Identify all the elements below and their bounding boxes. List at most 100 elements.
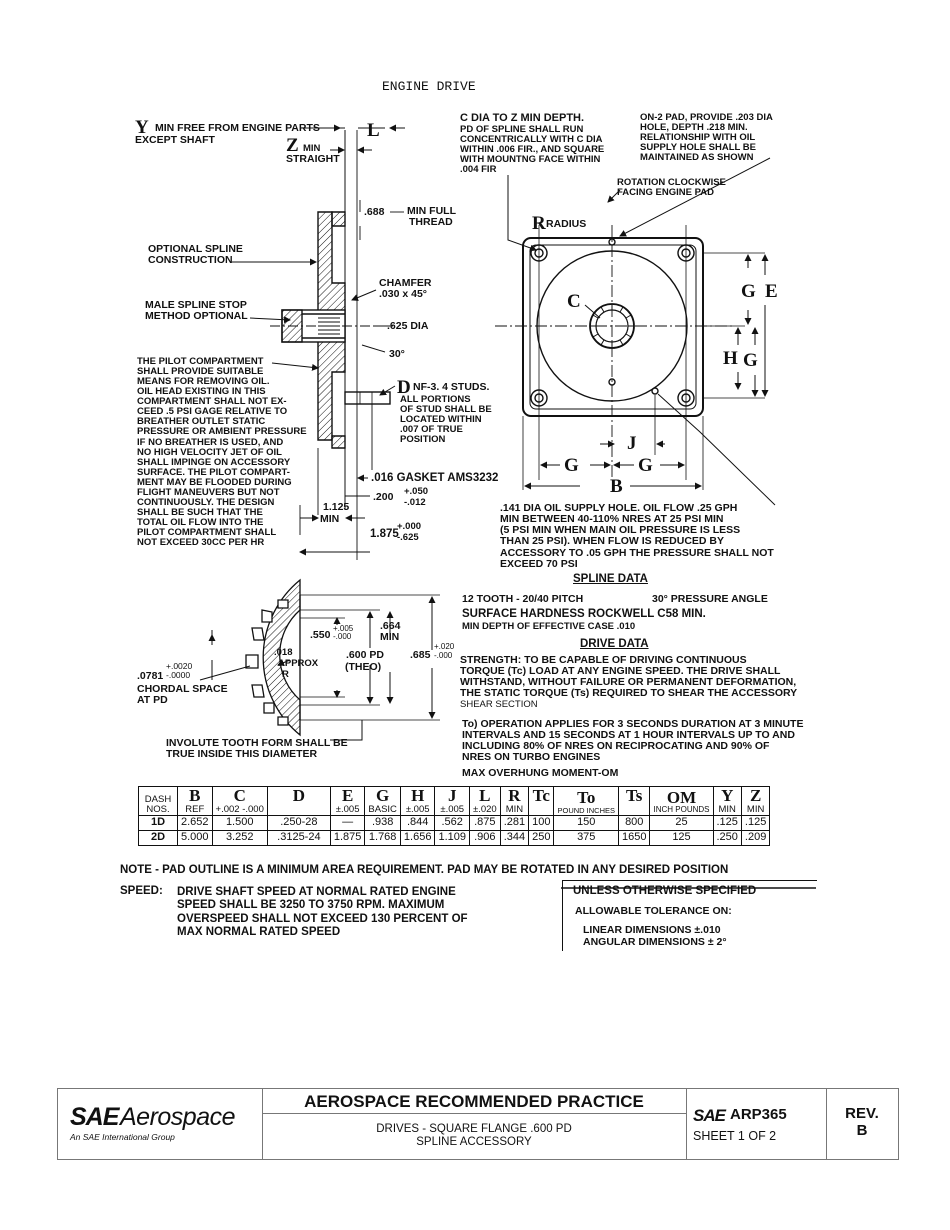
b-label: B bbox=[610, 476, 623, 497]
spline-data-heading: SPLINE DATA bbox=[573, 573, 648, 585]
dim-600-theo: (THEO) bbox=[345, 661, 382, 673]
cell: 5.000 bbox=[177, 829, 213, 846]
approx-label: APPROX bbox=[278, 658, 319, 669]
y-label: Y bbox=[135, 117, 149, 138]
radius-label: RADIUS bbox=[546, 218, 587, 230]
g-label-right-2: G bbox=[743, 350, 758, 371]
cell: .3125-24 bbox=[266, 829, 331, 846]
rev-label: REV. bbox=[845, 1105, 879, 1122]
cell: 1.500 bbox=[211, 814, 268, 831]
chordal-tol-minus: -.0000 bbox=[166, 670, 191, 680]
col-tc: Tc bbox=[528, 786, 555, 816]
dim-200: .200 bbox=[373, 491, 394, 503]
chordal-note: CHORDAL SPACE AT PD bbox=[137, 683, 228, 707]
y-note2: EXCEPT SHAFT bbox=[135, 134, 215, 146]
col-l: L±.020 bbox=[468, 786, 501, 816]
dim-1875: 1.875 bbox=[370, 528, 399, 540]
dim-1125: 1.125 bbox=[323, 501, 350, 513]
chordal-tol-plus: +.0020 bbox=[166, 661, 193, 671]
cell: 800 bbox=[617, 814, 651, 831]
cell: 1.875 bbox=[329, 829, 366, 846]
col-j: J±.005 bbox=[434, 786, 470, 816]
cell: 2D bbox=[138, 829, 178, 846]
rev-value: B bbox=[856, 1122, 868, 1139]
logo-subtitle: An SAE International Group bbox=[70, 1132, 175, 1142]
col-d: D bbox=[266, 786, 331, 816]
dim-1875-tol-minus: -.625 bbox=[397, 532, 419, 543]
front-pad-view bbox=[495, 157, 776, 506]
cell: 125 bbox=[649, 829, 714, 846]
cell: .209 bbox=[740, 829, 771, 846]
table-row: 2D 5.000 3.252 .3125-24 1.875 1.768 1.65… bbox=[138, 829, 771, 846]
doc-number: ARP365 bbox=[730, 1106, 787, 1123]
g-label-bottom: G bbox=[564, 455, 579, 476]
spline-case-depth: MIN DEPTH OF EFFECTIVE CASE .010 bbox=[462, 621, 636, 632]
r-small-label: R bbox=[282, 669, 289, 680]
thread-note-1: MIN FULL bbox=[407, 205, 456, 217]
dim-018: .018 bbox=[274, 647, 293, 658]
angle-30: 30° bbox=[389, 348, 405, 360]
cell: 1.768 bbox=[364, 829, 401, 846]
col-c: C+.002 -.000 bbox=[211, 786, 268, 816]
cell: .844 bbox=[399, 814, 436, 831]
dim-600-pd: .600 PD bbox=[346, 649, 384, 661]
r-label: R bbox=[532, 213, 546, 234]
dim-685: .685 bbox=[410, 649, 431, 661]
table-row: 1D 2.652 1.500 .250-28 — .938 .844 .562 … bbox=[138, 814, 771, 831]
side-section-view bbox=[232, 124, 405, 560]
spline-pitch: 12 TOOTH - 20/40 PITCH bbox=[462, 593, 584, 605]
dim-1125-min: MIN bbox=[320, 513, 340, 525]
thread-note-2: THREAD bbox=[409, 216, 453, 228]
dim-664: .664 bbox=[380, 620, 401, 632]
pad-outline-note: NOTE - PAD OUTLINE IS A MINIMUM AREA REQ… bbox=[120, 864, 729, 876]
dim-550: .550 bbox=[310, 629, 331, 641]
speed-note: DRIVE SHAFT SPEED AT NORMAL RATED ENGINE… bbox=[177, 886, 468, 939]
dia-625: .625 DIA bbox=[387, 320, 429, 332]
d-label: D bbox=[397, 377, 411, 398]
g-label-right: G bbox=[741, 281, 756, 302]
chamfer-note: CHAMFER .030 x 45° bbox=[379, 277, 432, 301]
cell: 3.252 bbox=[211, 829, 268, 846]
l-label: L bbox=[367, 120, 380, 141]
cell: 25 bbox=[649, 814, 714, 831]
cell: .875 bbox=[468, 814, 501, 831]
revision-cell: REV. B bbox=[826, 1089, 898, 1159]
cell: 375 bbox=[553, 829, 619, 846]
practice-title: AEROSPACE RECOMMENDED PRACTICE bbox=[304, 1092, 644, 1111]
male-spline-stop-note: MALE SPLINE STOP METHOD OPTIONAL bbox=[145, 299, 248, 323]
c-label: C bbox=[567, 291, 581, 312]
dim-685-tol-plus: +.020 bbox=[434, 642, 455, 651]
spline-angle: 30° PRESSURE ANGLE bbox=[652, 593, 768, 605]
tolerance-linear: LINEAR DIMENSIONS ±.010 bbox=[583, 924, 721, 936]
cell: 150 bbox=[553, 814, 619, 831]
dim-200-tol-minus: -.012 bbox=[404, 497, 426, 508]
cell: — bbox=[329, 814, 366, 831]
cell: .250 bbox=[712, 829, 742, 846]
drawing-title: ENGINE DRIVE bbox=[382, 79, 476, 94]
col-e: E±.005 bbox=[329, 786, 366, 816]
sae-doc-mark: SAE bbox=[693, 1106, 726, 1125]
cell: .938 bbox=[364, 814, 401, 831]
rotation-note: ROTATION CLOCKWISE FACING ENGINE PAD bbox=[617, 177, 726, 199]
chordal-dim: .0781 bbox=[137, 670, 164, 682]
j-label: J bbox=[627, 433, 637, 454]
pilot-compartment-note: THE PILOT COMPARTMENT SHALL PROVIDE SUIT… bbox=[137, 356, 307, 549]
drive-strength-note: STRENGTH: TO BE CAPABLE OF DRIVING CONTI… bbox=[460, 654, 798, 710]
z-note-min: MIN bbox=[303, 143, 321, 154]
oil-supply-note: .141 DIA OIL SUPPLY HOLE. OIL FLOW .25 G… bbox=[500, 502, 774, 570]
col-h: H±.005 bbox=[399, 786, 436, 816]
doc-number-cell: SAE ARP365 SHEET 1 OF 2 bbox=[686, 1089, 827, 1159]
optional-spline-note: OPTIONAL SPLINE CONSTRUCTION bbox=[148, 243, 243, 267]
speed-label: SPEED: bbox=[120, 885, 163, 897]
overhung-moment: MAX OVERHUNG MOMENT-OM bbox=[462, 767, 619, 779]
y-note: MIN FREE FROM ENGINE PARTS bbox=[155, 122, 320, 134]
studs-label: NF-3. 4 STUDS. bbox=[413, 381, 490, 393]
spline-hardness: SURFACE HARDNESS ROCKWELL C58 MIN. bbox=[462, 608, 706, 620]
drive-data-heading: DRIVE DATA bbox=[580, 638, 649, 650]
